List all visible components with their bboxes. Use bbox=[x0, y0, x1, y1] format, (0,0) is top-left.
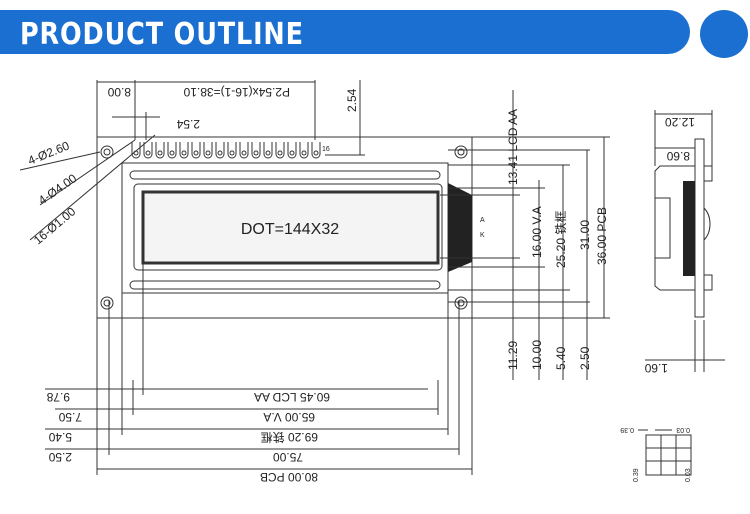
pin-pitch-dim: 2.54 bbox=[176, 117, 200, 131]
pixel-pitch-bottom: 0.39 bbox=[633, 468, 640, 482]
pin-pad bbox=[251, 142, 261, 159]
pin-pad bbox=[191, 142, 201, 159]
module-thickness-dim: 8.60 bbox=[666, 149, 690, 163]
pin-pad bbox=[203, 142, 213, 159]
pin-hole bbox=[301, 150, 307, 156]
pin-pad bbox=[167, 142, 177, 159]
right-dimension-lines bbox=[440, 90, 610, 380]
pin-pad bbox=[227, 142, 237, 159]
pin-hole bbox=[289, 150, 295, 156]
pcb-thickness-dim: 1.60 bbox=[644, 361, 668, 375]
pin-pad bbox=[275, 142, 285, 159]
dot-label: DOT=144X32 bbox=[241, 221, 339, 238]
total-thickness-dim: 12.20 bbox=[665, 115, 695, 129]
header-circle bbox=[700, 10, 748, 58]
aa-x-offset-dim: 9.78 bbox=[46, 390, 70, 404]
pin-pad bbox=[143, 142, 153, 159]
pcb-offset-dim: 2.50 bbox=[578, 346, 592, 370]
frame-offset-dim: 5.40 bbox=[554, 346, 568, 370]
pin-hole bbox=[253, 150, 259, 156]
pin-pad bbox=[215, 142, 225, 159]
pin-pad bbox=[131, 142, 141, 159]
pin-hole bbox=[229, 150, 235, 156]
pin-hole bbox=[193, 150, 199, 156]
pin-hole bbox=[241, 150, 247, 156]
pin-pad bbox=[263, 142, 273, 159]
pin-hole bbox=[205, 150, 211, 156]
pin-holes-callout: 16-Ø1.00 bbox=[31, 204, 79, 247]
pin-pad bbox=[287, 142, 297, 159]
pin-hole bbox=[313, 150, 319, 156]
backlight bbox=[448, 183, 472, 272]
pin-row bbox=[131, 142, 321, 159]
pcb-inner-height-dim: 31.00 bbox=[578, 220, 592, 250]
lcd-aa-width-dim: 60.45 LCD AA bbox=[254, 390, 330, 404]
pcb-width-dim: 80.00 PCB bbox=[260, 470, 318, 484]
pixel-detail bbox=[638, 429, 692, 476]
pin-pad bbox=[311, 142, 321, 159]
pin-hole bbox=[217, 150, 223, 156]
lcd-aa-height-dim: 13.41 LCD AA bbox=[506, 109, 520, 185]
pin-pad bbox=[155, 142, 165, 159]
pin-hole bbox=[157, 150, 163, 156]
pin-hole bbox=[169, 150, 175, 156]
cathode-label: K bbox=[480, 232, 485, 239]
pin-hole bbox=[265, 150, 271, 156]
frame-width-dim: 69.20 铁框 bbox=[261, 430, 318, 444]
frame-height-dim: 25.20 铁框 bbox=[554, 211, 568, 268]
pin-hole bbox=[145, 150, 151, 156]
pixel-pitch-top: 0.39 bbox=[620, 426, 634, 433]
pin-pad bbox=[239, 142, 249, 159]
inner-width-dim: 75.00 bbox=[273, 450, 303, 464]
va-offset-dim: 10.00 bbox=[530, 340, 544, 370]
pixel-gap-top: 0.03 bbox=[676, 426, 690, 433]
pin-pad bbox=[299, 142, 309, 159]
pin-offset-dim: 8.00 bbox=[107, 85, 131, 99]
va-height-dim: 16.00 V.A bbox=[530, 206, 544, 258]
viewing-area bbox=[133, 183, 443, 271]
side-view bbox=[645, 110, 725, 372]
pin-16-label: 16 bbox=[322, 146, 330, 153]
frame-x-offset-dim: 5.40 bbox=[48, 430, 72, 444]
va-width-dim: 65.00 V.A bbox=[263, 410, 315, 424]
inner-x-offset-dim: 2.50 bbox=[48, 450, 72, 464]
pin-hole bbox=[181, 150, 187, 156]
hole-large-callout: 4-Ø4.00 bbox=[36, 171, 80, 208]
pin-pitch-total-dim: P2.54x(16-1)=38.10 bbox=[183, 85, 290, 99]
top-dimension-lines bbox=[19, 80, 365, 241]
pin-row-offset-dim: 2.54 bbox=[345, 88, 359, 112]
lcd-active-area bbox=[141, 190, 440, 265]
pin-pad bbox=[179, 142, 189, 159]
mounting-holes bbox=[100, 145, 468, 310]
pixel-gap-bottom: 0.03 bbox=[685, 468, 692, 482]
pcb-height-dim: 36.00 PCB bbox=[595, 207, 609, 265]
header-bar: PRODUCT OUTLINE bbox=[0, 10, 690, 54]
page-title: PRODUCT OUTLINE bbox=[20, 17, 304, 52]
anode-label: A bbox=[480, 217, 485, 224]
va-x-offset-dim: 7.50 bbox=[58, 410, 82, 424]
pin-hole bbox=[277, 150, 283, 156]
bottom-dimension-lines bbox=[45, 263, 473, 475]
aa-offset-dim: 11.29 bbox=[506, 341, 520, 370]
